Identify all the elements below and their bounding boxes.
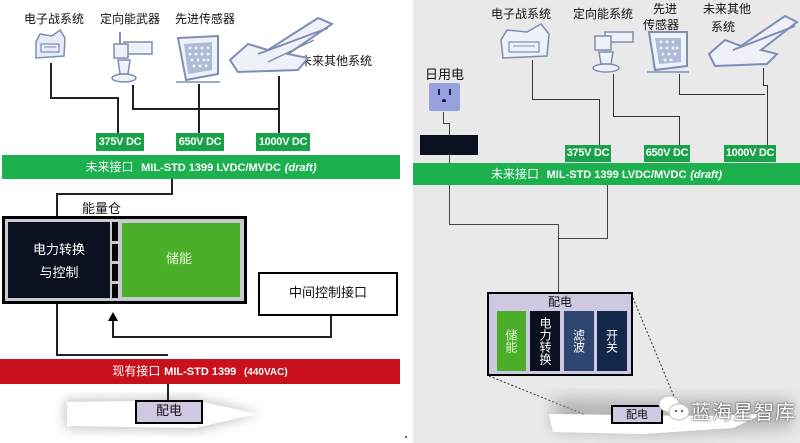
future-bus-std: MIL-STD 1399 LVDC/MVDC xyxy=(141,162,281,174)
system-label-sensor: 先进传感器 xyxy=(175,12,236,26)
system-label-sensor-line1: 先进 xyxy=(653,2,678,16)
power-conversion-block: 电力转换 与控制 xyxy=(8,222,110,298)
module-storage: 储能 xyxy=(497,311,526,371)
future-bus-note: (draft) xyxy=(284,162,317,174)
existing-bus-cn: 现有接口 xyxy=(112,364,161,378)
arrow-up-icon xyxy=(108,312,118,321)
control-interface-box: 中间控制接口 xyxy=(258,272,398,316)
future-system-icon xyxy=(707,10,799,68)
existing-bus-note: (440VAC) xyxy=(243,367,288,378)
existing-bus-std: MIL-STD 1399 xyxy=(164,366,237,378)
system-label-future-line2: 系统 xyxy=(711,20,736,34)
module-filter: 滤波 xyxy=(564,311,594,371)
module-switch: 开关 xyxy=(597,311,627,371)
existing-interface-bus: 现有接口 MIL-STD 1399 (440VAC) xyxy=(0,359,400,384)
power-conversion-line1: 电力转换 xyxy=(32,243,85,258)
voltage-tag-650: 650V DC xyxy=(176,133,224,151)
converter-block xyxy=(420,135,478,155)
directed-energy-icon xyxy=(591,24,639,74)
directed-energy-weapon-icon xyxy=(110,30,156,84)
zoom-callout-lines xyxy=(488,297,684,421)
advanced-sensor-icon xyxy=(176,34,222,84)
system-label-future: 未来其他系统 xyxy=(300,54,373,68)
right-panel: 电子战系统 定向能系统 先进 传感器 未来其他 系统 日用电 375V DC 6… xyxy=(413,0,800,443)
voltage-tag-375: 375V DC xyxy=(96,133,144,151)
energy-storage-block: 储能 xyxy=(122,223,240,297)
watermark-text: 蓝海星智库 xyxy=(691,400,796,424)
voltage-tag-650: 650V DC xyxy=(644,145,690,162)
advanced-sensor-icon xyxy=(647,30,691,74)
future-system-icon xyxy=(228,14,338,76)
future-bus-cn: 未来接口 xyxy=(490,167,539,181)
future-interface-bus: 未来接口 MIL-STD 1399 LVDC/MVDC (draft) xyxy=(413,163,800,185)
future-bus-cn: 未来接口 xyxy=(85,160,134,174)
voltage-tag-1000: 1000V DC xyxy=(724,145,776,162)
system-label-dew: 定向能武器 xyxy=(100,12,161,26)
system-label-ew: 电子战系统 xyxy=(491,7,552,21)
voltage-tag-375: 375V DC xyxy=(565,145,611,162)
system-label-de: 定向能系统 xyxy=(573,7,634,21)
power-outlet-icon xyxy=(429,83,460,111)
distribution-box: 配电 储能 电力转换 滤波 开关 xyxy=(487,292,633,376)
energy-magazine-label: 能量仓 xyxy=(82,202,122,217)
system-label-sensor-line2: 传感器 xyxy=(643,18,680,32)
system-label-future-line1: 未来其他 xyxy=(703,2,752,16)
household-power-label: 日用电 xyxy=(425,68,465,83)
module-power-conversion: 电力转换 xyxy=(530,311,560,371)
electronic-warfare-icon xyxy=(32,28,68,62)
ship-distribution-box: 配电 xyxy=(611,405,663,424)
future-interface-bus: 未来接口 MIL-STD 1399 LVDC/MVDC (draft) xyxy=(2,155,400,179)
distribution-box-title: 配电 xyxy=(547,295,572,309)
future-bus-note: (draft) xyxy=(690,169,723,181)
energy-magazine: 电力转换 与控制 储能 xyxy=(2,216,247,304)
power-conversion-line2: 与控制 xyxy=(39,266,79,281)
ship-distribution-box: 配电 xyxy=(135,400,203,424)
future-bus-std: MIL-STD 1399 LVDC/MVDC xyxy=(546,169,687,181)
voltage-tag-1000: 1000V DC xyxy=(256,133,310,151)
system-label-ew: 电子战系统 xyxy=(24,12,85,26)
left-panel: 电子战系统 定向能武器 先进传感器 未来其他系统 375V DC 650V DC… xyxy=(0,12,400,430)
wechat-icon xyxy=(657,393,691,423)
electronic-warfare-icon xyxy=(497,22,557,60)
